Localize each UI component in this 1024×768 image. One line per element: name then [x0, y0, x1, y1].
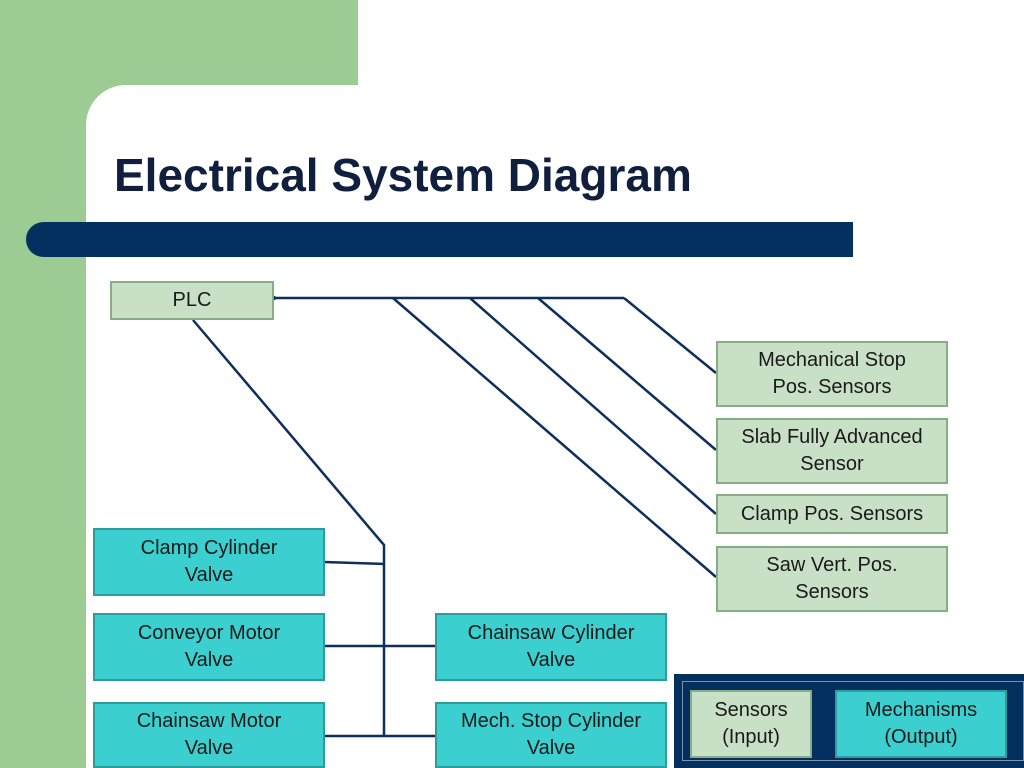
- legend-sensors-input: Sensors (Input): [690, 690, 812, 758]
- connector-clamp-cylinder-valve: [323, 560, 385, 566]
- mech-stop-cylinder-valve-box: Mech. Stop Cylinder Valve: [435, 702, 667, 768]
- plc-output-trunk: [192, 319, 386, 736]
- title-underline-bar: [26, 222, 853, 257]
- slab-fully-advanced-sensor-box: Slab Fully Advanced Sensor: [716, 418, 948, 484]
- connector-slab-fully-advanced-sensor: [537, 297, 717, 451]
- slide-title: Electrical System Diagram: [114, 149, 692, 201]
- connector-mechanical-stop-sensors: [623, 297, 717, 374]
- mechanical-stop-pos-sensors-box: Mechanical Stop Pos. Sensors: [716, 341, 948, 407]
- plc-box: PLC: [110, 281, 274, 320]
- legend-mechanisms-output: Mechanisms (Output): [835, 690, 1007, 758]
- clamp-cylinder-valve-box: Clamp Cylinder Valve: [93, 528, 325, 596]
- connector-clamp-pos-sensors: [469, 297, 717, 515]
- conveyor-motor-valve-box: Conveyor Motor Valve: [93, 613, 325, 681]
- chainsaw-motor-valve-box: Chainsaw Motor Valve: [93, 702, 325, 768]
- connector-saw-vert-pos-sensors: [392, 297, 717, 578]
- clamp-pos-sensors-box: Clamp Pos. Sensors: [716, 494, 948, 534]
- saw-vert-pos-sensors-box: Saw Vert. Pos. Sensors: [716, 546, 948, 612]
- chainsaw-cylinder-valve-box: Chainsaw Cylinder Valve: [435, 613, 667, 681]
